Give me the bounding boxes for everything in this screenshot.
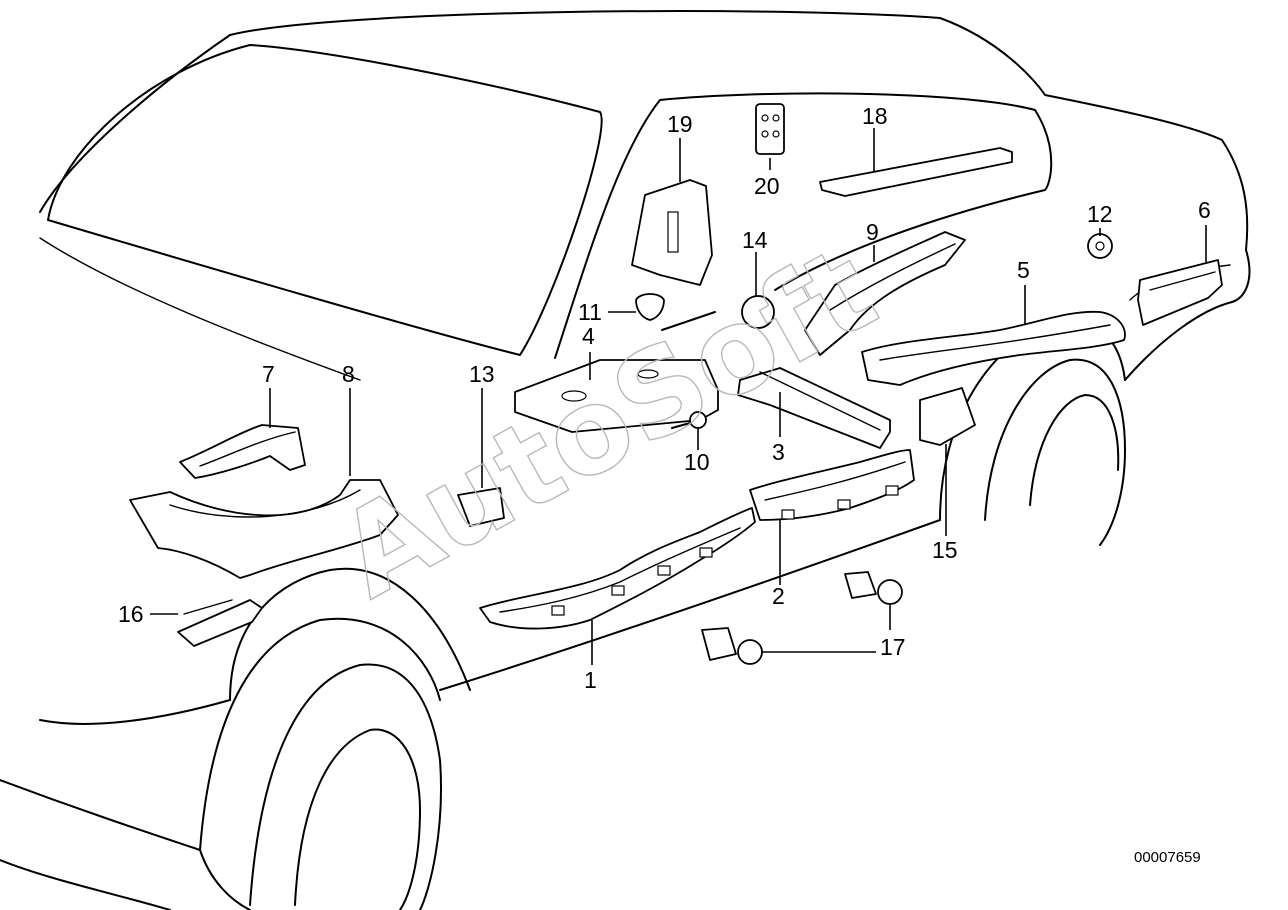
callout-numbers: 1 2 3 4 5 6 7 8 9 10 11 12 13 14 15 16 1… <box>118 103 1211 693</box>
watermark: AutoSoft <box>317 219 897 624</box>
callout-3: 3 <box>772 439 785 465</box>
callout-11: 11 <box>578 299 602 325</box>
callout-15: 15 <box>932 537 958 563</box>
part-12-clip <box>1087 233 1113 259</box>
callout-6: 6 <box>1198 197 1211 223</box>
callout-19: 19 <box>667 111 693 137</box>
part-2-sill-reinforcement <box>749 449 915 521</box>
callout-4: 4 <box>582 323 595 349</box>
callout-2: 2 <box>772 583 785 609</box>
part-5-rear-member <box>861 310 1126 386</box>
part-6-bracket <box>1137 259 1223 326</box>
part-20-plate <box>755 103 785 155</box>
callout-20: 20 <box>754 173 780 199</box>
callout-7: 7 <box>262 361 275 387</box>
part-18-strip <box>819 147 1013 197</box>
callout-14: 14 <box>742 227 768 253</box>
callout-10: 10 <box>684 449 710 475</box>
part-7-bracket <box>179 424 306 479</box>
part-17-clip-upper <box>844 571 903 605</box>
part-16-bracket <box>177 599 263 647</box>
part-14-plug <box>741 295 775 329</box>
part-15-bracket <box>919 387 976 446</box>
callout-13: 13 <box>469 361 495 387</box>
callout-5: 5 <box>1017 257 1030 283</box>
part-9-rear-member <box>804 231 966 356</box>
part-11-plug <box>635 293 665 321</box>
part-17-clip-lower <box>701 627 763 665</box>
part-1-sill-reinforcement <box>479 507 756 630</box>
document-id: 00007659 <box>1134 849 1201 866</box>
part-3-bracket <box>737 367 891 449</box>
callout-12: 12 <box>1087 201 1113 227</box>
leader-lines <box>150 128 1207 665</box>
part-4-bracket <box>514 359 719 433</box>
part-19-bracket <box>631 179 713 286</box>
callout-18: 18 <box>862 103 888 129</box>
part-13-clip <box>457 487 505 527</box>
callout-8: 8 <box>342 361 355 387</box>
callout-9: 9 <box>866 219 879 245</box>
callout-17: 17 <box>880 634 906 660</box>
part-8-front-member <box>129 479 399 579</box>
callout-16: 16 <box>118 601 144 627</box>
callout-1: 1 <box>584 667 597 693</box>
